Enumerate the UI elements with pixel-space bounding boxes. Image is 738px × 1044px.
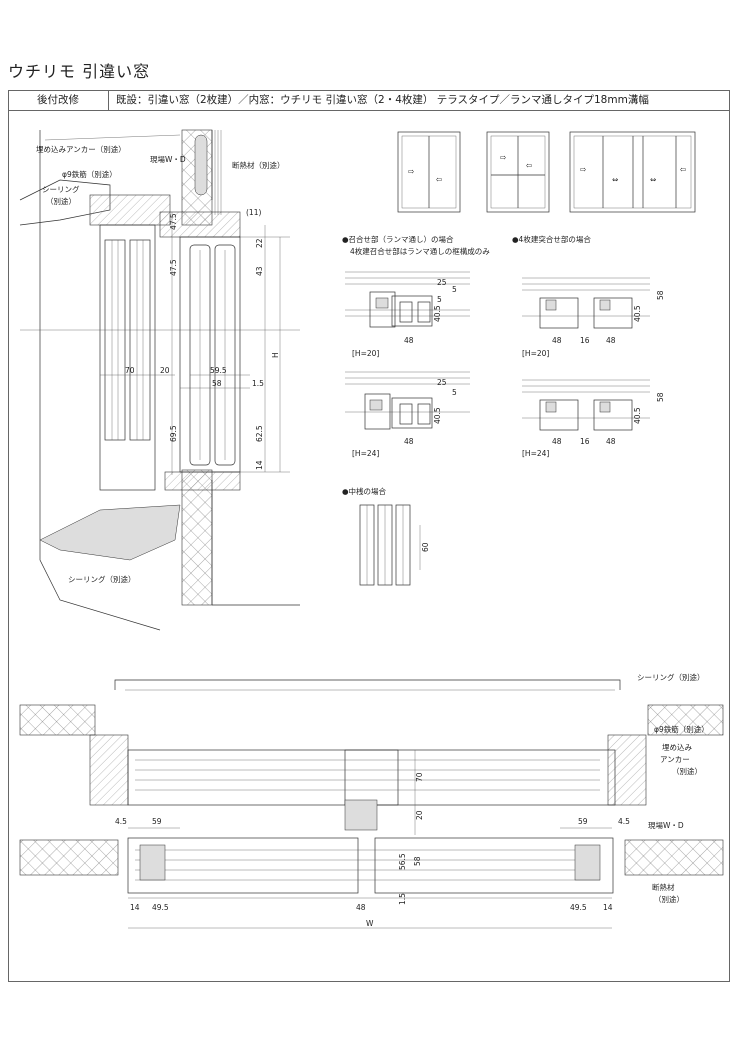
label-wd-h: 現場W・D — [648, 820, 684, 830]
butt-title: ●4枚建突合せ部の場合 — [512, 234, 591, 244]
horizontal-section: シーリング（別途） φ9鉄筋（別途） 埋め込み アンカー （別途） 現場W・D … — [19, 672, 724, 929]
dim-20: 20 — [160, 366, 170, 375]
svg-text:60: 60 — [421, 542, 430, 552]
svg-text:[H=20]: [H=20] — [352, 349, 379, 358]
arrow-icon: ⇨ — [500, 153, 506, 162]
drawing-frame — [8, 90, 730, 982]
svg-text:5: 5 — [437, 295, 442, 304]
svg-text:埋め込み: 埋め込み — [662, 742, 692, 752]
dim-11: (11) — [246, 208, 261, 217]
svg-text:48: 48 — [552, 437, 562, 446]
svg-text:16: 16 — [580, 437, 590, 446]
svg-text:4.5: 4.5 — [618, 817, 630, 826]
svg-text:48: 48 — [606, 336, 616, 345]
mullion-title: ●中桟の場合 — [342, 486, 387, 496]
svg-text:5: 5 — [452, 388, 457, 397]
svg-text:40.5: 40.5 — [633, 407, 642, 424]
window-elevations: ⇨ ⇦ ⇨ ⇦ ⇨ ⇔ ⇔ ⇦ — [397, 131, 696, 213]
dim-70: 70 — [125, 366, 135, 375]
svg-text:58: 58 — [656, 290, 665, 300]
label-rebar-h: φ9鉄筋（別途） — [654, 724, 709, 734]
svg-text:56.5: 56.5 — [398, 853, 407, 870]
dim-59-5: 59.5 — [210, 366, 227, 375]
page-title: ウチリモ 引違い窓 — [8, 62, 151, 81]
label-wd: 現場W・D — [150, 154, 186, 164]
category-cell: 後付改修 — [8, 90, 109, 110]
svg-text:20: 20 — [415, 810, 424, 820]
svg-text:（別途）: （別途） — [672, 766, 702, 776]
svg-text:5: 5 — [452, 285, 457, 294]
arrow-icon: ⇔ — [612, 175, 618, 184]
svg-text:[H=24]: [H=24] — [522, 449, 549, 458]
description-cell: 既設：引違い窓（2枚建）／内窓：ウチリモ 引違い窓（2・4枚建） テラスタイプ／… — [116, 94, 649, 106]
svg-text:4.5: 4.5 — [115, 817, 127, 826]
svg-text:25: 25 — [437, 278, 447, 287]
svg-text:48: 48 — [606, 437, 616, 446]
label-anchor: 埋め込みアンカー（別途） — [36, 144, 126, 154]
svg-text:（別途）: （別途） — [654, 894, 684, 904]
svg-text:59: 59 — [152, 817, 162, 826]
svg-text:58: 58 — [656, 392, 665, 402]
label-sealing-sub: （別途） — [46, 196, 76, 206]
svg-text:48: 48 — [404, 437, 414, 446]
dim-47-5b: 47.5 — [169, 259, 178, 276]
svg-text:断熱材: 断熱材 — [652, 882, 675, 892]
svg-text:14: 14 — [130, 903, 140, 912]
meeting-note: 4枚建召合せ部はランマ通しの框構成のみ — [350, 246, 490, 256]
svg-text:58: 58 — [413, 856, 422, 866]
dim-47-5a: 47.5 — [169, 213, 178, 230]
label-sealing: シーリング — [42, 184, 80, 194]
arrow-icon: ⇨ — [580, 165, 586, 174]
svg-text:59: 59 — [578, 817, 588, 826]
svg-text:48: 48 — [356, 903, 366, 912]
svg-text:48: 48 — [404, 336, 414, 345]
meeting-details: ●召合せ部（ランマ通し）の場合 4枚建召合せ部はランマ通しの框構成のみ ●4枚建… — [342, 234, 665, 586]
svg-text:49.5: 49.5 — [152, 903, 169, 912]
dim-69-5: 69.5 — [169, 425, 178, 442]
arrow-icon: ⇔ — [650, 175, 656, 184]
dim-H: H — [271, 352, 280, 358]
label-sealing-bottom: シーリング（別途） — [68, 574, 136, 584]
label-sealing-h: シーリング（別途） — [637, 672, 705, 682]
svg-text:アンカー: アンカー — [660, 755, 690, 764]
arrow-icon: ⇦ — [436, 175, 442, 184]
meeting-title: ●召合せ部（ランマ通し）の場合 — [342, 234, 454, 244]
dim-1-5: 1.5 — [252, 379, 264, 388]
vertical-section: 埋め込みアンカー（別途） 現場W・D 断熱材（別途） φ9鉄筋（別途） シーリン… — [19, 129, 300, 631]
label-rebar: φ9鉄筋（別途） — [62, 169, 117, 179]
label-insulation: 断熱材（別途） — [232, 160, 285, 170]
svg-text:25: 25 — [437, 378, 447, 387]
svg-text:48: 48 — [552, 336, 562, 345]
svg-text:[H=24]: [H=24] — [352, 449, 379, 458]
arrow-icon: ⇨ — [408, 167, 414, 176]
svg-text:[H=20]: [H=20] — [522, 349, 549, 358]
dim-14: 14 — [255, 460, 264, 470]
svg-text:16: 16 — [580, 336, 590, 345]
svg-text:1.5: 1.5 — [398, 893, 407, 905]
header-row: 後付改修 既設：引違い窓（2枚建）／内窓：ウチリモ 引違い窓（2・4枚建） テラ… — [8, 90, 730, 111]
svg-text:14: 14 — [603, 903, 613, 912]
arrow-icon: ⇦ — [680, 165, 686, 174]
svg-text:W: W — [366, 919, 374, 928]
svg-text:40.5: 40.5 — [433, 305, 442, 322]
arrow-icon: ⇦ — [526, 161, 532, 170]
svg-text:70: 70 — [415, 772, 424, 782]
svg-text:49.5: 49.5 — [570, 903, 587, 912]
dim-22: 22 — [255, 238, 264, 248]
svg-text:40.5: 40.5 — [633, 305, 642, 322]
dim-62-5: 62.5 — [255, 425, 264, 442]
svg-text:40.5: 40.5 — [433, 407, 442, 424]
dim-58: 58 — [212, 379, 222, 388]
dim-43: 43 — [255, 266, 264, 276]
